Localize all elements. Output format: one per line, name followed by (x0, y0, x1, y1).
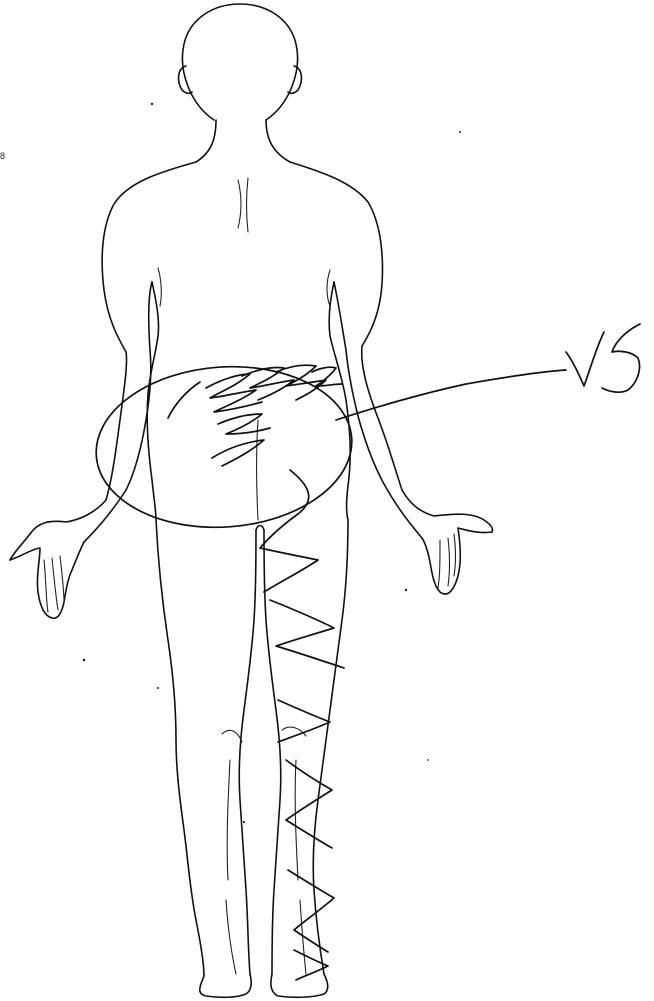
speck-4 (157, 687, 159, 689)
annotation-glyph-5 (602, 324, 640, 392)
crotch-line (256, 526, 264, 531)
left-scapula-line (158, 268, 161, 306)
handwritten-pain-markings (91, 324, 640, 980)
right-finger-1 (438, 540, 440, 588)
lower-back-zigzag-5 (218, 414, 270, 434)
speck-6 (177, 779, 179, 781)
scan-specks (83, 103, 461, 823)
lower-back-zigzag-1 (206, 374, 262, 412)
neck-right (266, 120, 290, 162)
left-finger-1 (44, 560, 48, 612)
gluteal-cleft (257, 420, 259, 520)
speck-2 (459, 131, 461, 133)
left-finger-3 (60, 556, 64, 602)
leg-scribble-lower (288, 870, 334, 952)
leg-scribble-calf (286, 760, 332, 848)
right-knee-crease (282, 727, 306, 736)
left-leg-inner (239, 530, 256, 974)
right-scapula-line (327, 270, 330, 306)
right-finger-2 (448, 538, 450, 586)
right-shoulder-torso (290, 162, 493, 532)
spine-mark (238, 180, 241, 228)
left-buttock-stroke (168, 382, 200, 418)
right-hand (422, 528, 492, 594)
left-finger-2 (52, 558, 58, 610)
head-outline (182, 4, 297, 120)
speck-5 (405, 589, 407, 591)
body-outline (10, 4, 493, 997)
annotation-glyph-v (566, 332, 604, 386)
speck-8 (427, 759, 429, 761)
leg-scribble-upper (260, 470, 318, 592)
left-shoulder-torso (10, 162, 196, 560)
lower-back-zigzag-4 (312, 367, 342, 386)
left-inner-arm (84, 282, 152, 542)
speck-3 (83, 659, 86, 662)
speck-1 (151, 103, 153, 105)
lower-back-zigzag-2 (242, 367, 294, 400)
left-leg-outer (156, 520, 204, 976)
leg-scribble-thigh (270, 600, 344, 668)
right-calf-line (295, 760, 298, 880)
spine-mark-2 (247, 178, 249, 232)
left-foot (200, 974, 251, 997)
right-foot (271, 974, 328, 997)
right-leg-inner (264, 530, 281, 974)
left-achilles (226, 900, 236, 974)
right-leg-outer (313, 520, 348, 974)
right-finger-3 (454, 534, 456, 576)
speck-7 (243, 821, 245, 823)
left-knee-crease (222, 730, 242, 742)
neck-left (196, 120, 216, 162)
leg-scribble-knee (278, 700, 330, 742)
left-calf-line (227, 760, 230, 880)
